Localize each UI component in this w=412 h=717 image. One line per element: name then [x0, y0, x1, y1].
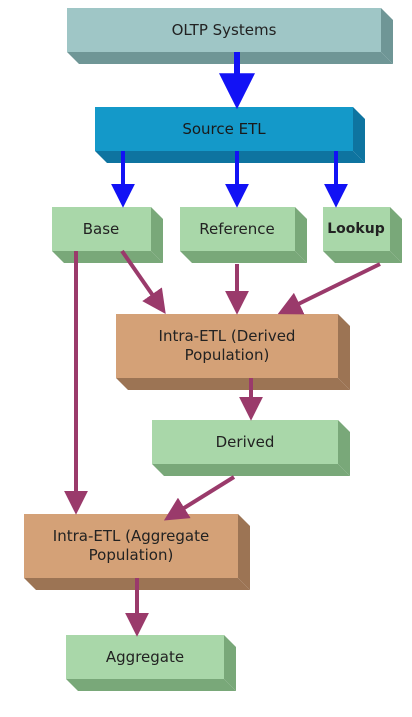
arrow-icon: [163, 475, 236, 521]
lookup-label: Lookup: [327, 221, 384, 237]
aggregate-node: Aggregate: [66, 635, 236, 691]
intra-etl-aggregate-label-line2: Population): [89, 546, 174, 564]
oltp-systems-node: OLTP Systems: [67, 8, 393, 64]
intra-etl-aggregate-node: Intra-ETL (Aggregate Population): [24, 514, 250, 590]
derived-label: Derived: [216, 433, 275, 451]
lookup-node: Lookup: [323, 207, 402, 263]
source-etl-node: Source ETL: [95, 107, 365, 163]
intra-etl-derived-label-line2: Population): [185, 346, 270, 364]
source-etl-label: Source ETL: [182, 120, 266, 138]
arrow-icon: [277, 262, 381, 315]
arrow-icon: [120, 249, 166, 314]
intra-etl-derived-node: Intra-ETL (Derived Population): [116, 314, 350, 390]
reference-label: Reference: [199, 220, 275, 238]
aggregate-label: Aggregate: [106, 648, 184, 666]
reference-node: Reference: [180, 207, 307, 263]
base-label: Base: [83, 220, 120, 238]
base-node: Base: [52, 207, 163, 263]
oltp-systems-label: OLTP Systems: [172, 21, 277, 39]
derived-node: Derived: [152, 420, 350, 476]
intra-etl-derived-label-line1: Intra-ETL (Derived: [159, 327, 296, 345]
intra-etl-aggregate-label-line1: Intra-ETL (Aggregate: [53, 527, 209, 545]
